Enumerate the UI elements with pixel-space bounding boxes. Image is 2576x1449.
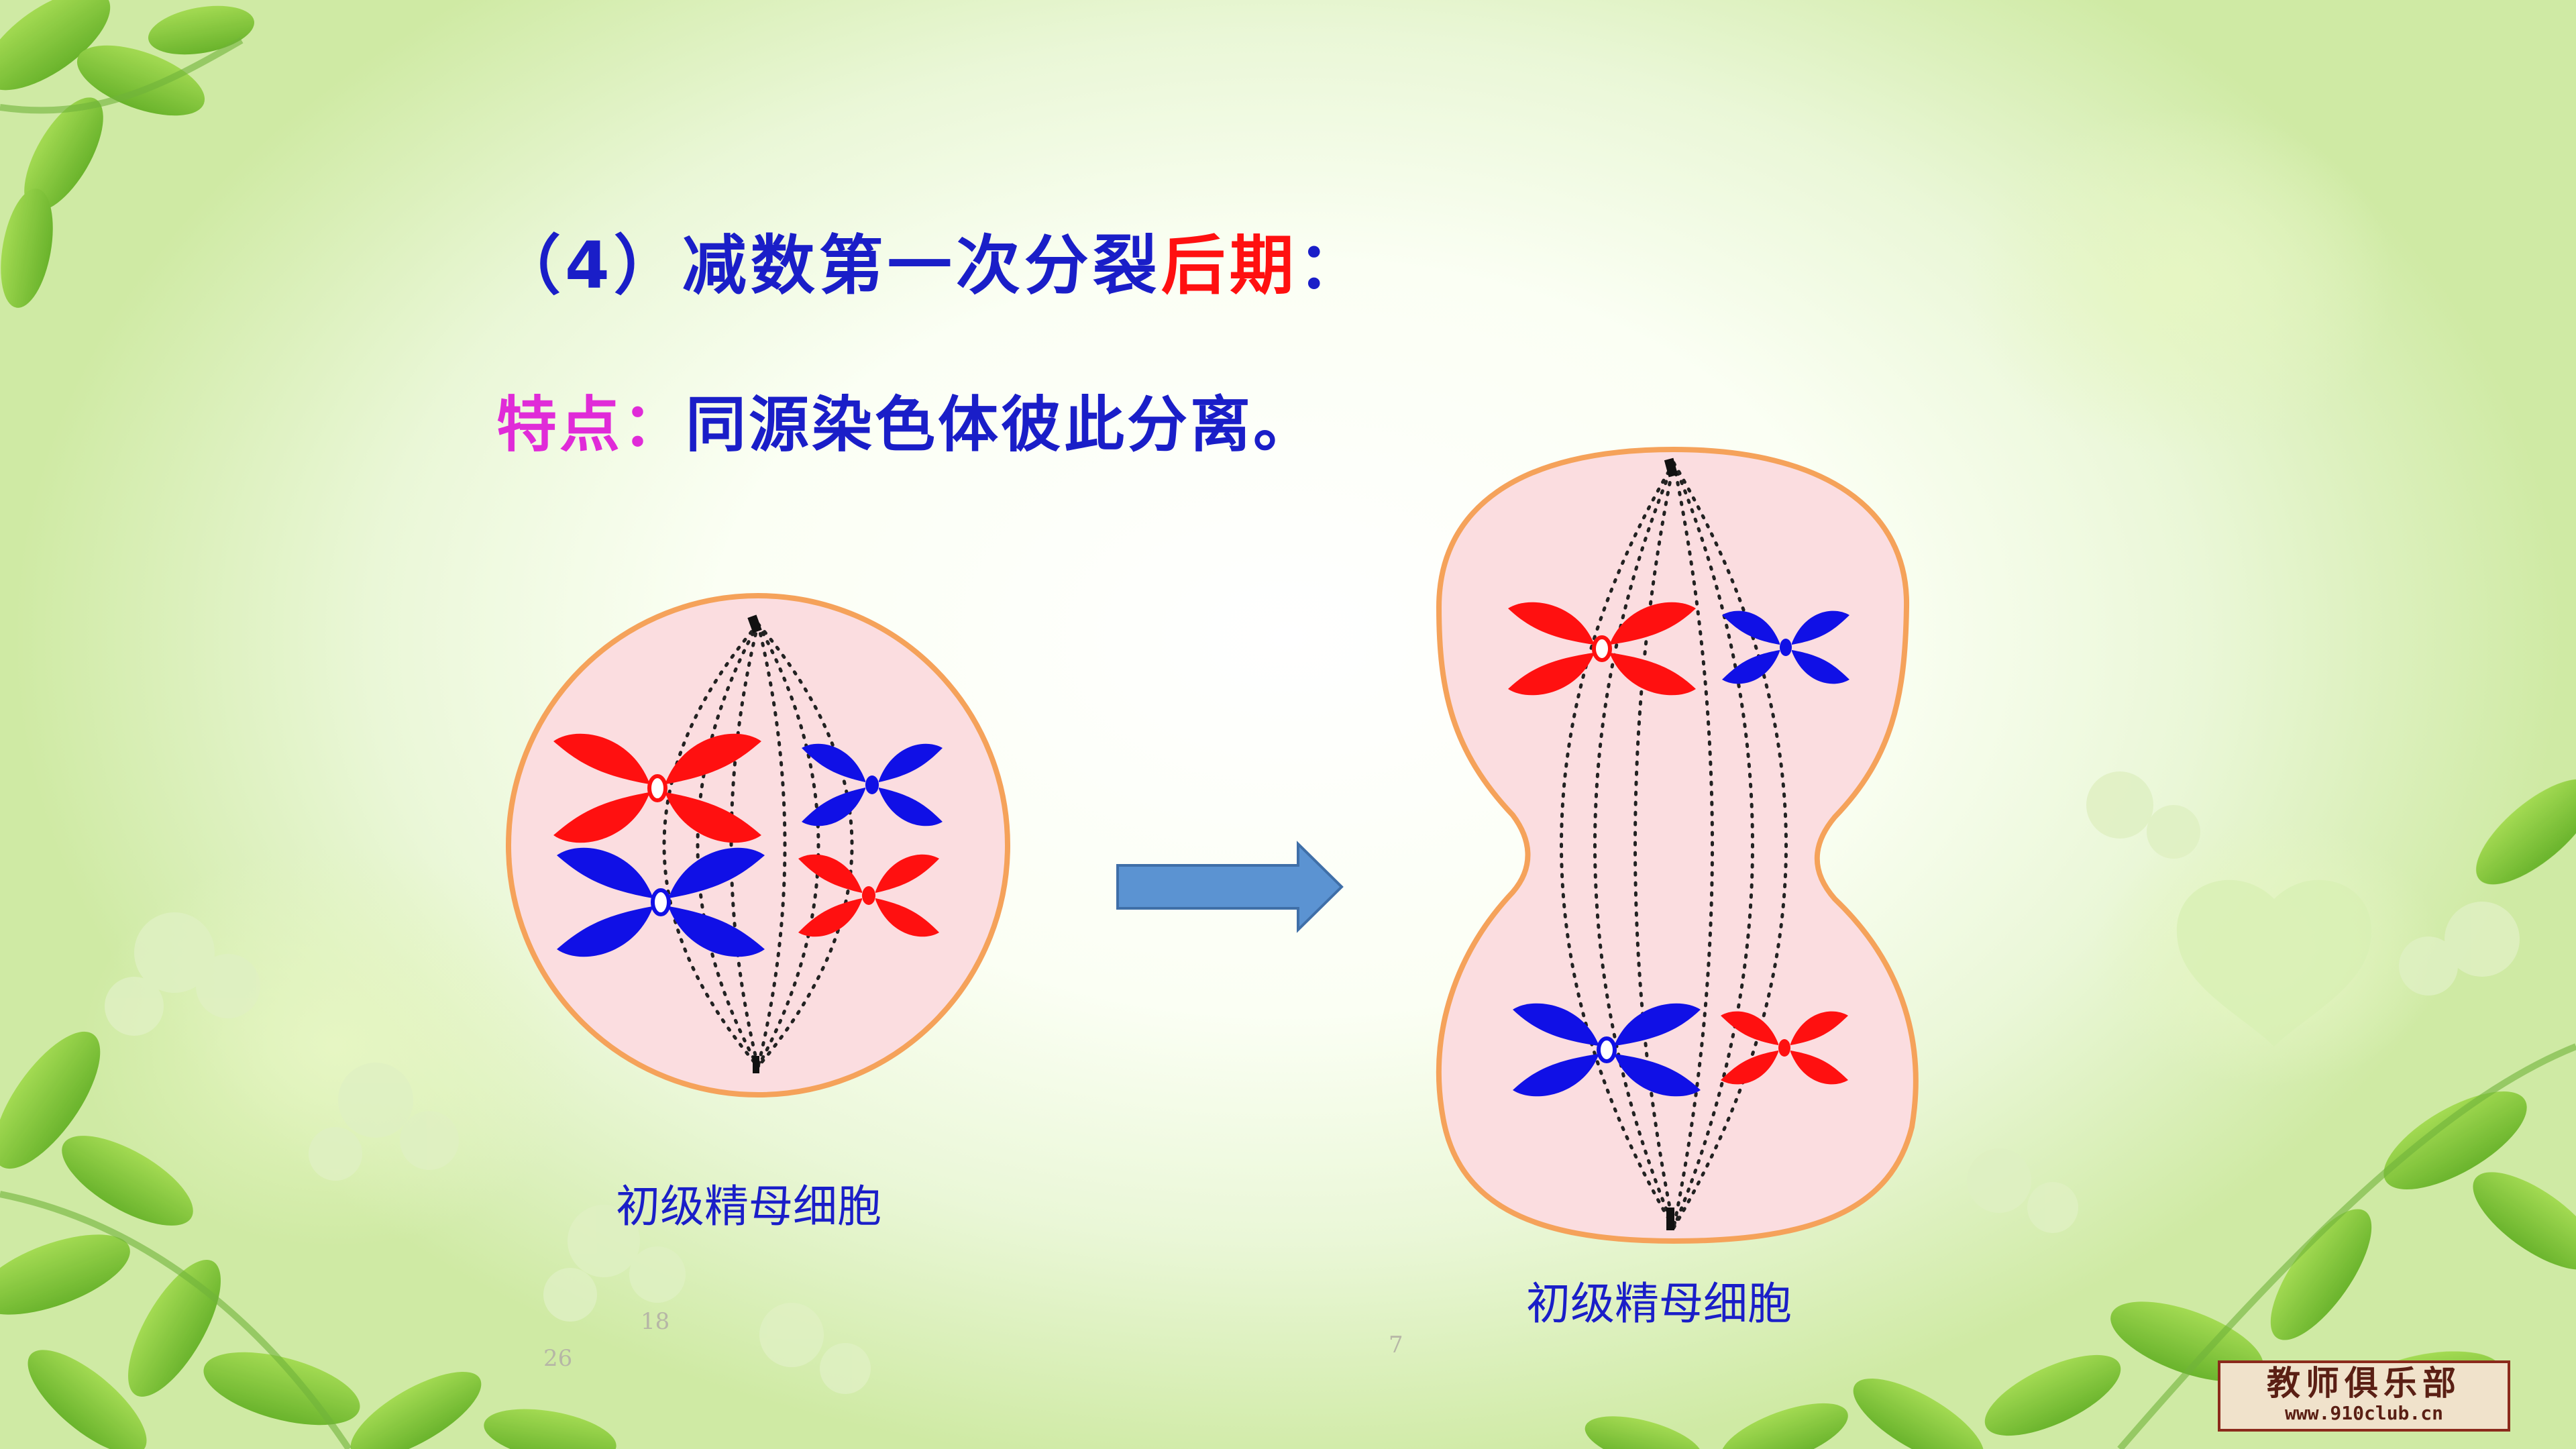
feature-line: 特点：同源染色体彼此分离。	[496, 376, 1316, 463]
chromosome-blue-large-left	[557, 847, 765, 957]
chromosome-red-large-right-top	[1508, 602, 1696, 696]
centrosome-right-bottom	[1666, 1208, 1674, 1230]
feature-text: 同源染色体彼此分离。	[686, 390, 1316, 460]
cell-right-membrane	[1436, 446, 1919, 1244]
pale-leaves-left	[105, 912, 871, 1394]
page-number-18: 18	[641, 1308, 670, 1335]
centrosome-left-bottom	[753, 1056, 759, 1073]
title-accent: 后期	[1161, 228, 1298, 303]
pale-leaves-right	[1967, 771, 2520, 1233]
page-number-7: 7	[1389, 1332, 1403, 1358]
left-cell-label: 初级精母细胞	[616, 1181, 881, 1232]
chromosome-red-small-right-bottom	[1721, 1011, 1848, 1085]
title-prefix: （4）减数第一次分裂	[496, 228, 1161, 303]
watermark-logo: 教师俱乐部 www.910club.cn	[2218, 1360, 2510, 1432]
cell-right	[1436, 446, 1919, 1244]
title-suffix: ：	[1297, 228, 1366, 303]
spindle-fibers-left	[662, 622, 854, 1069]
heart-decoration	[2176, 879, 2372, 1046]
chromosome-blue-large-right-bottom	[1513, 1003, 1701, 1097]
chromosome-blue-small-right-top	[1722, 610, 1849, 684]
spindle-fibers-right	[1560, 461, 1788, 1230]
right-cell-label: 初级精母细胞	[1526, 1278, 1792, 1330]
centrosome-right-top	[1664, 458, 1678, 478]
chromosome-red-large-left	[553, 733, 761, 843]
arrow-right	[1116, 841, 1344, 933]
page-number-26: 26	[543, 1345, 573, 1372]
feature-label: 特点：	[496, 390, 686, 460]
slide-title: （4）减数第一次分裂后期：	[496, 213, 1366, 307]
leaf-cluster-top-left	[0, 0, 255, 308]
cell-left-membrane	[506, 593, 1010, 1097]
chromosome-blue-small-left	[802, 743, 943, 826]
chromosome-red-small-left	[798, 854, 939, 937]
leaf-cluster-bottom-left	[0, 1031, 616, 1449]
watermark-name: 教师俱乐部	[2267, 1363, 2461, 1403]
centrosome-left-top	[747, 614, 762, 633]
watermark-url: www.910club.cn	[2284, 1402, 2443, 1424]
cell-left	[506, 593, 1010, 1097]
